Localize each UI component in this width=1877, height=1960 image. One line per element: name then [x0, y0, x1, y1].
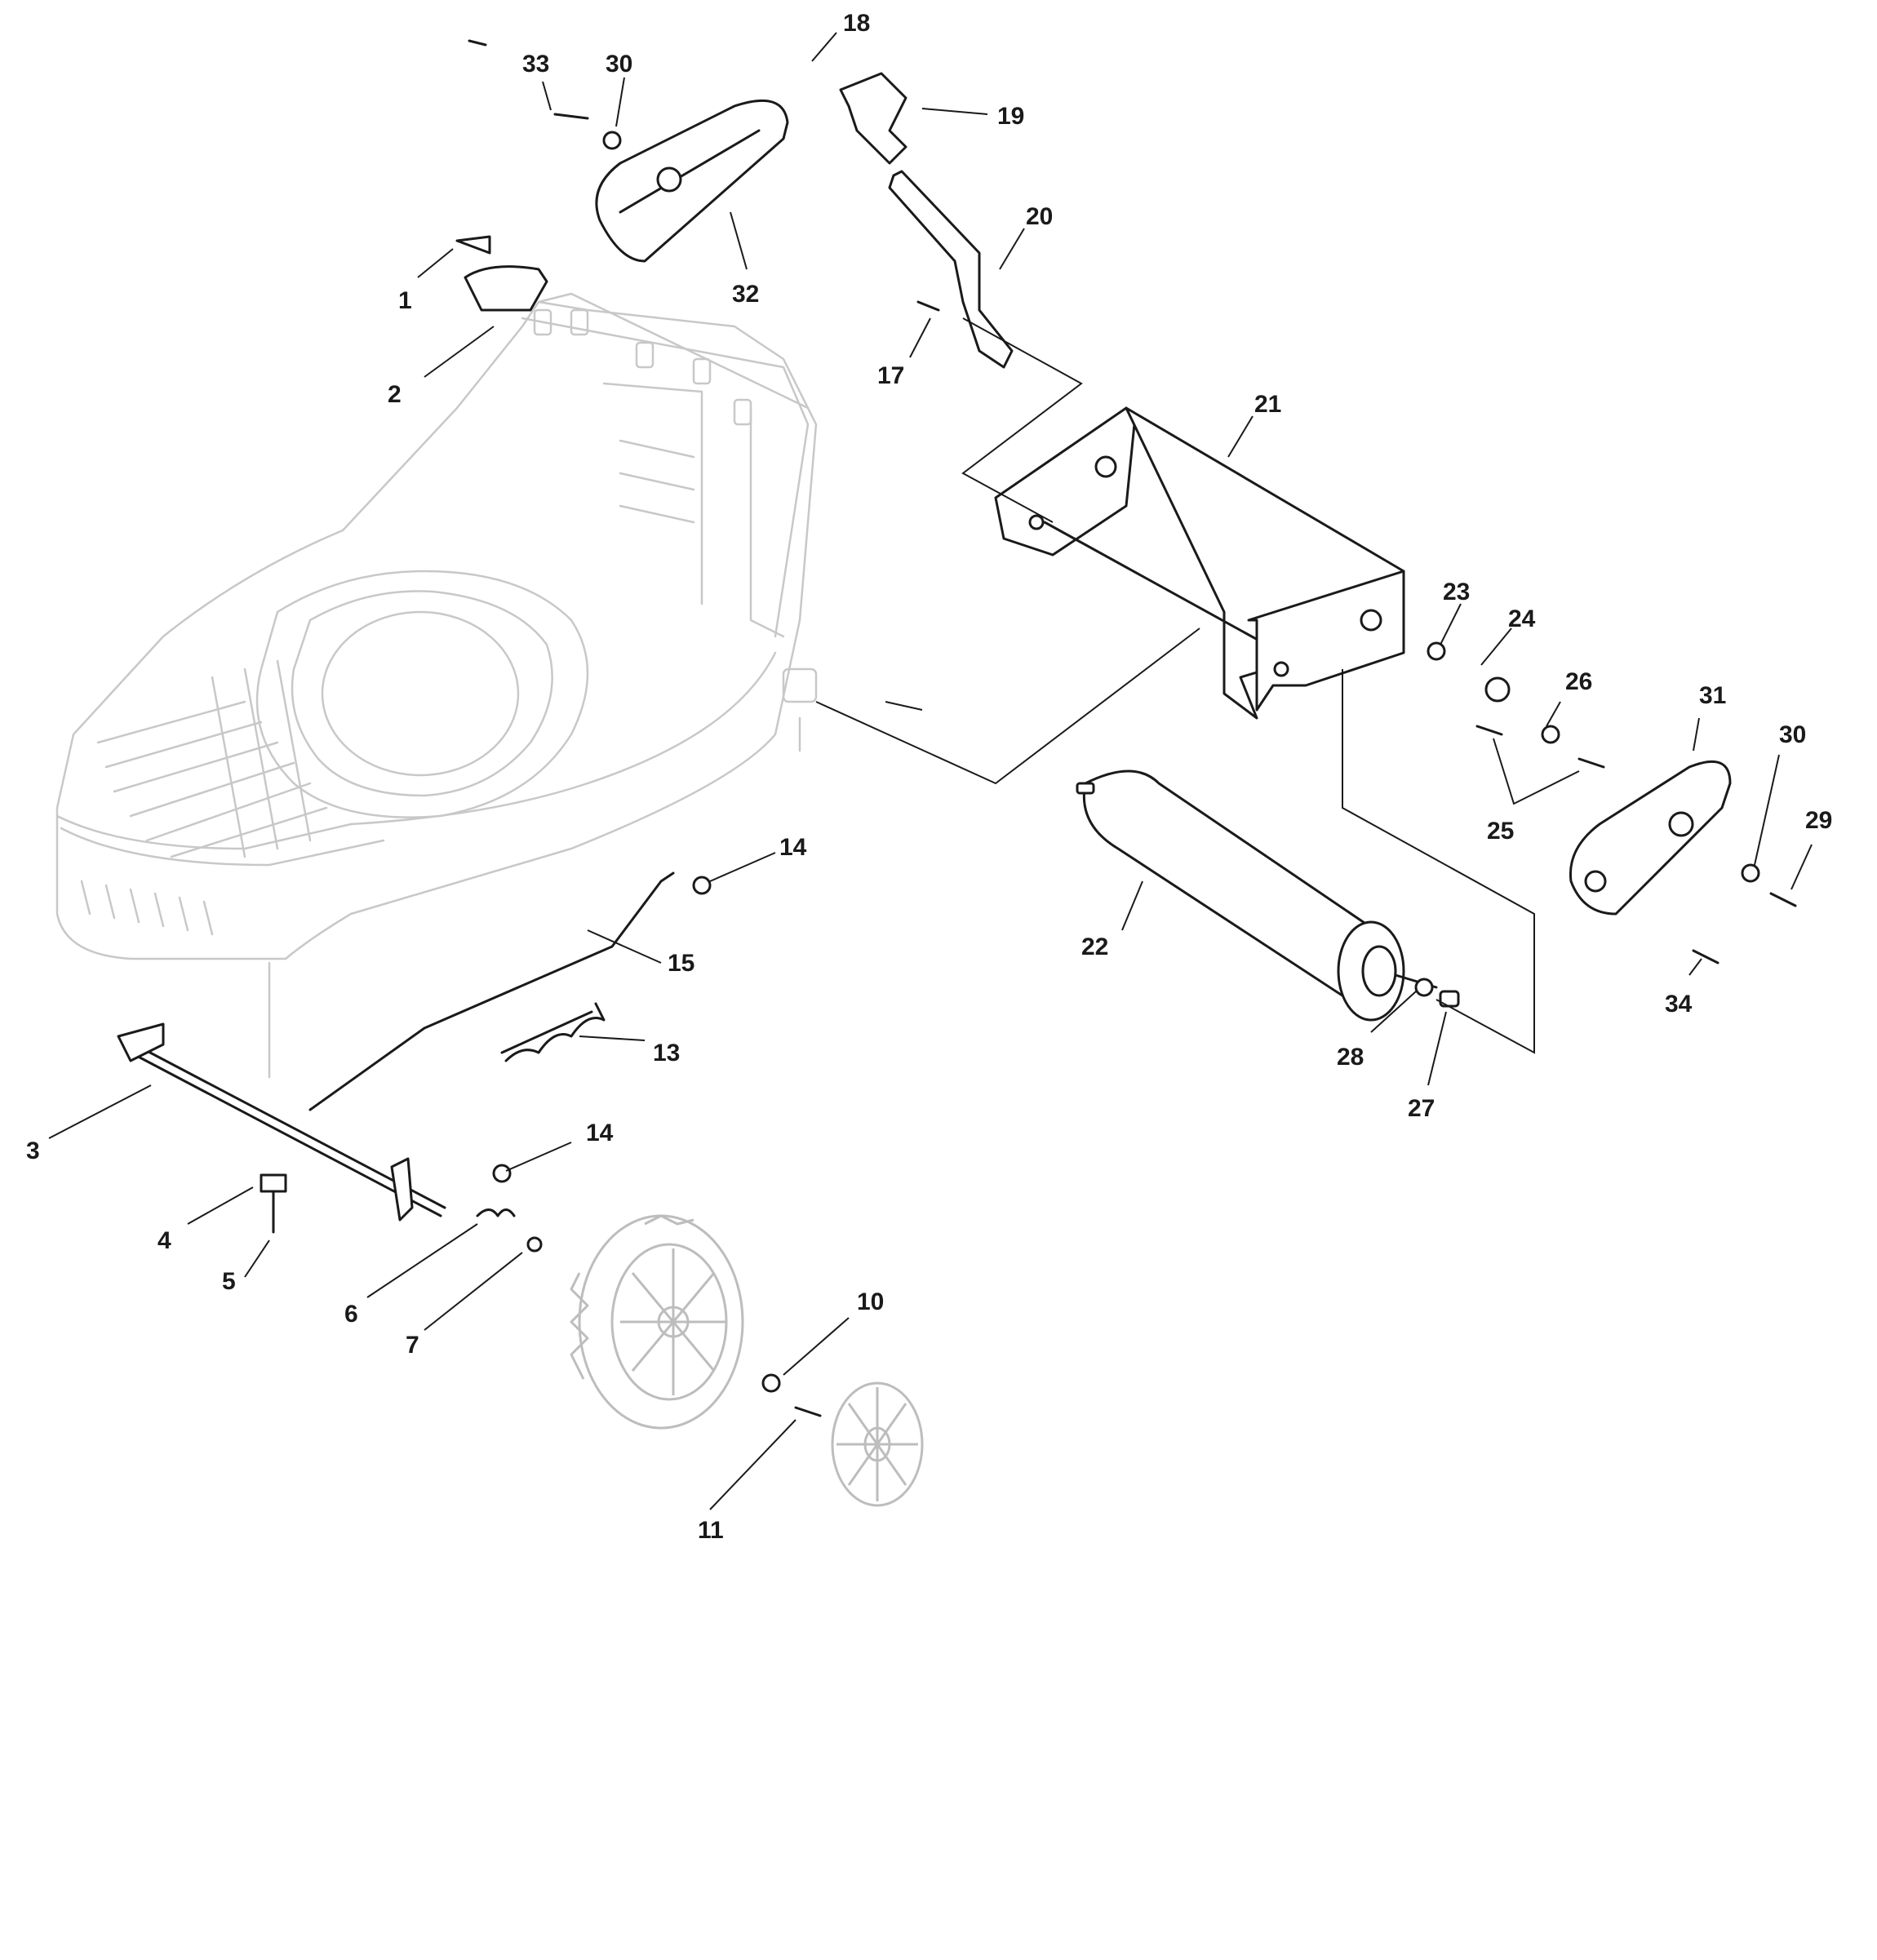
assembly-lines [815, 317, 1535, 1054]
callout-24: 24 [1508, 605, 1536, 632]
callout-28: 28 [1337, 1044, 1364, 1071]
callout-13: 13 [653, 1040, 680, 1066]
callout-33: 33 [522, 51, 549, 78]
callout-labels: 1 2 3 4 5 6 7 10 11 13 14 14 15 17 18 19… [26, 10, 1832, 1544]
callout-30-lower: 30 [1779, 721, 1806, 748]
callout-25: 25 [1487, 818, 1514, 845]
callout-14-lower: 14 [586, 1120, 614, 1146]
callout-20: 20 [1026, 203, 1053, 230]
belt-cover-31 [1569, 760, 1732, 916]
callout-26: 26 [1565, 668, 1592, 695]
axle-assembly [117, 1022, 446, 1234]
callout-34: 34 [1665, 991, 1693, 1018]
callout-19: 19 [997, 103, 1024, 130]
callout-3: 3 [26, 1137, 40, 1164]
callout-23: 23 [1443, 579, 1470, 605]
callout-11: 11 [698, 1517, 724, 1544]
callout-18: 18 [843, 10, 870, 37]
hardware [455, 39, 1797, 1417]
rod-15 [308, 871, 675, 1111]
callout-17: 17 [877, 362, 904, 389]
rear-wheel-ghost [570, 1214, 924, 1507]
mower-deck-ghost [55, 292, 818, 1079]
callout-27: 27 [1408, 1095, 1435, 1122]
spring-13 [500, 1002, 606, 1062]
callout-29: 29 [1805, 807, 1832, 834]
roller-part [1076, 769, 1438, 1022]
spring-6 [476, 1208, 516, 1217]
callout-14-upper: 14 [779, 834, 807, 861]
callout-1: 1 [398, 287, 412, 314]
callout-15: 15 [668, 950, 694, 977]
roller-frame-part [994, 406, 1405, 720]
callout-31: 31 [1699, 682, 1726, 709]
height-lever [839, 72, 1014, 369]
callout-4: 4 [158, 1227, 171, 1254]
callout-10: 10 [857, 1288, 884, 1315]
leader-lines [48, 32, 1813, 1510]
callout-21: 21 [1254, 391, 1281, 418]
belt-cover-32 [595, 99, 789, 263]
callout-22: 22 [1081, 933, 1108, 960]
callout-32: 32 [732, 281, 759, 308]
callout-2: 2 [388, 381, 402, 408]
callout-30-upper: 30 [606, 51, 632, 78]
callout-6: 6 [344, 1301, 358, 1328]
callout-5: 5 [222, 1268, 236, 1295]
callout-7: 7 [406, 1332, 419, 1359]
